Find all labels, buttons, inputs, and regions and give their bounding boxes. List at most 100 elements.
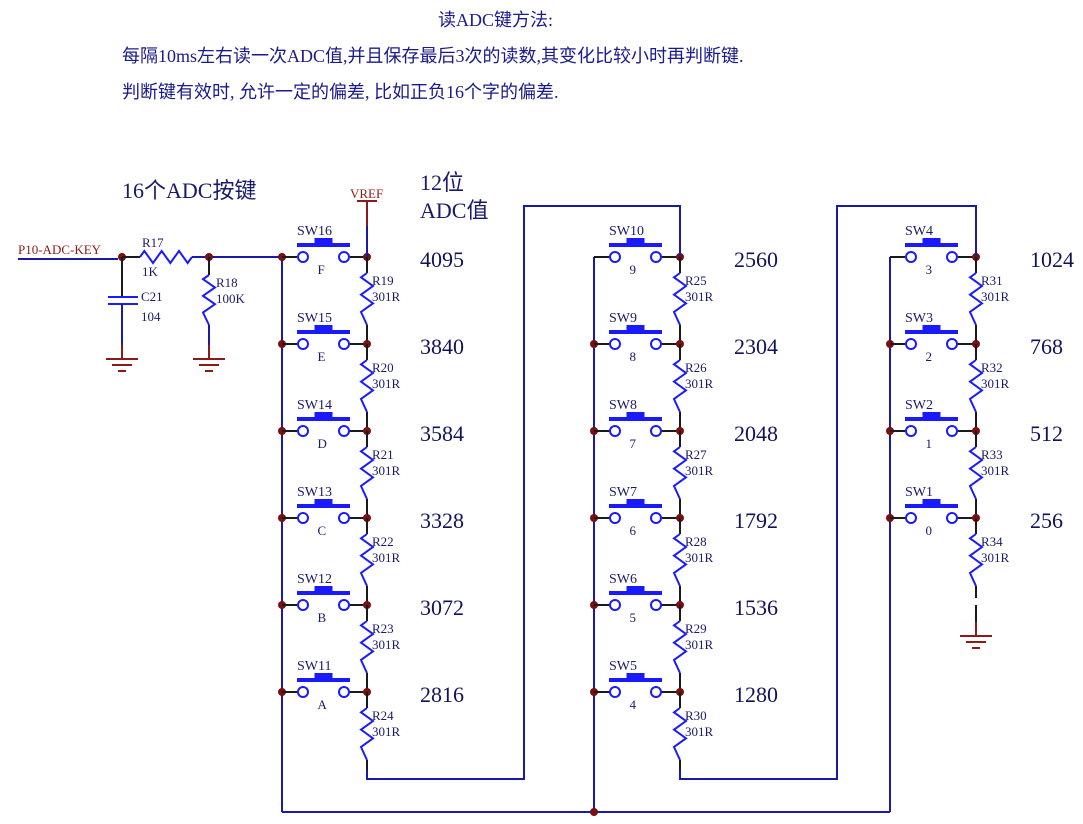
switch-pin [609, 512, 621, 524]
r18-value: 100K [216, 291, 246, 306]
switch-pin [609, 686, 621, 698]
switch-pin [905, 251, 917, 263]
switch-key-label: 5 [630, 610, 637, 625]
adc-value-label: 1024 [1030, 247, 1074, 272]
resistor-r34 [968, 533, 984, 587]
resistor-r30 [672, 707, 688, 761]
switch-pin [338, 512, 350, 524]
switch-ref-label: SW13 [297, 485, 332, 500]
switch-ref-label: SW12 [297, 572, 332, 587]
resistor-value-label: 301R [372, 724, 401, 739]
switch-button-cap [314, 673, 333, 679]
resistor-value-label: 301R [372, 376, 401, 391]
switch-pin [297, 599, 309, 611]
switch-actuator-bar [905, 504, 958, 508]
switch-pin [297, 338, 309, 350]
switch-key-label: C [318, 523, 327, 538]
switch-button-cap [314, 412, 333, 418]
switch-pin [338, 251, 350, 263]
switch-ref-label: SW7 [609, 485, 637, 500]
resistor-r24 [359, 707, 375, 761]
notes-title: 读ADC键方法: [438, 10, 554, 30]
switch-actuator-bar [609, 591, 662, 595]
switch-button-cap [626, 673, 645, 679]
resistor-r25 [672, 272, 688, 326]
switch-button-cap [626, 412, 645, 418]
switch-ref-label: SW5 [609, 659, 637, 674]
switch-pin [338, 599, 350, 611]
resistor-r20 [359, 359, 375, 413]
resistor-ref-label: R26 [685, 360, 707, 375]
switch-pin [609, 251, 621, 263]
adc-value-label: 2560 [734, 247, 778, 272]
resistor-value-label: 301R [685, 289, 714, 304]
switch-pin [609, 599, 621, 611]
switch-actuator-bar [905, 417, 958, 421]
resistor-r21 [359, 446, 375, 500]
heading-keys: 16个ADC按键 [122, 178, 256, 203]
switch-ref-label: SW10 [609, 224, 644, 239]
resistor-ref-label: R34 [981, 534, 1003, 549]
switch-pin [650, 425, 662, 437]
heading-adc-line2: ADC值 [420, 198, 488, 223]
switch-key-label: 2 [926, 349, 933, 364]
switch-button-cap [922, 238, 941, 244]
switch-pin [338, 338, 350, 350]
switch-key-label: A [318, 697, 328, 712]
resistor-value-label: 301R [372, 463, 401, 478]
resistor-value-label: 301R [981, 289, 1010, 304]
notes-line-2: 判断键有效时, 允许一定的偏差, 比如正负16个字的偏差. [122, 82, 559, 102]
heading-adc-line1: 12位 [420, 170, 464, 195]
switch-actuator-bar [609, 678, 662, 682]
switch-ref-label: SW6 [609, 572, 637, 587]
switch-ref-label: SW8 [609, 398, 637, 413]
switch-key-label: 9 [630, 262, 637, 277]
switch-ref-label: SW16 [297, 224, 332, 239]
switch-button-cap [922, 412, 941, 418]
switch-key-label: 8 [630, 349, 637, 364]
resistor-value-label: 301R [372, 289, 401, 304]
resistor-value-label: 301R [685, 463, 714, 478]
switch-ref-label: SW3 [905, 311, 933, 326]
switch-pin [297, 686, 309, 698]
switch-key-label: 6 [630, 523, 637, 538]
c21-ref: C21 [141, 289, 163, 304]
switch-actuator-bar [905, 330, 958, 334]
resistor-ref-label: R19 [372, 273, 394, 288]
resistor-value-label: 301R [981, 550, 1010, 565]
switch-key-label: 1 [926, 436, 933, 451]
adc-value-label: 3840 [420, 334, 464, 359]
resistor-ref-label: R30 [685, 708, 707, 723]
switch-ref-label: SW9 [609, 311, 637, 326]
resistor-value-label: 301R [685, 376, 714, 391]
column-link-2-3 [679, 205, 977, 780]
vref-label: VREF [350, 186, 383, 201]
switch-actuator-bar [609, 330, 662, 334]
switch-pin [609, 338, 621, 350]
resistor-ref-label: R32 [981, 360, 1003, 375]
adc-value-label: 4095 [420, 247, 464, 272]
switch-actuator-bar [905, 243, 958, 247]
resistor-value-label: 301R [981, 463, 1010, 478]
resistor-ref-label: R22 [372, 534, 394, 549]
resistor-r18 [201, 274, 217, 326]
adc-value-label: 1536 [734, 595, 778, 620]
resistor-ref-label: R27 [685, 447, 707, 462]
r17-ref: R17 [142, 235, 164, 250]
switch-button-cap [626, 586, 645, 592]
switch-button-cap [922, 325, 941, 331]
switch-ref-label: SW14 [297, 398, 332, 413]
switch-pin [650, 599, 662, 611]
resistor-value-label: 301R [372, 637, 401, 652]
switch-pin [650, 512, 662, 524]
switch-pin [609, 425, 621, 437]
switch-pin [338, 425, 350, 437]
switch-key-label: 3 [926, 262, 933, 277]
switch-actuator-bar [609, 417, 662, 421]
resistor-value-label: 301R [372, 550, 401, 565]
switch-button-cap [922, 499, 941, 505]
resistor-ref-label: R33 [981, 447, 1003, 462]
switch-key-label: E [318, 349, 326, 364]
resistor-r28 [672, 533, 688, 587]
